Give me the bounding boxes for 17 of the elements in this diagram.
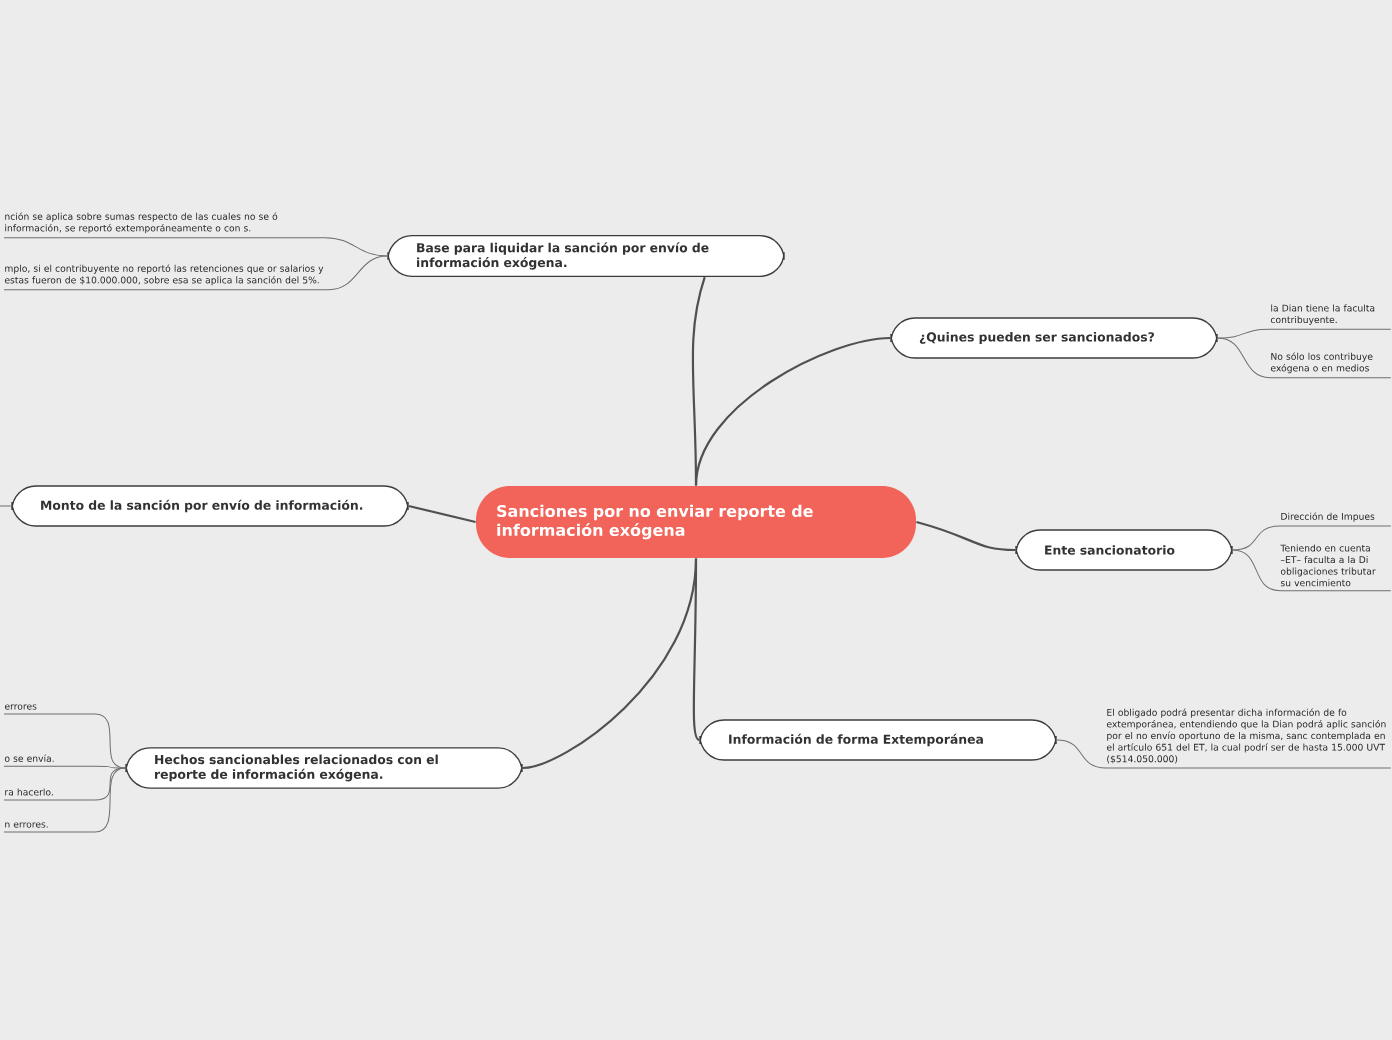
connector-line bbox=[0, 505, 12, 507]
connector-line bbox=[1056, 739, 1392, 769]
connector-line bbox=[916, 520, 1016, 552]
connector-line bbox=[3, 767, 126, 801]
connector-line bbox=[694, 336, 891, 486]
connector-line bbox=[3, 765, 126, 769]
connector-line bbox=[3, 767, 126, 833]
connector-line bbox=[3, 713, 126, 769]
central-topic: Sanciones por no enviar reporte de información exógena bbox=[476, 486, 916, 558]
connector-line bbox=[1232, 549, 1392, 592]
connector-line bbox=[1232, 525, 1392, 551]
connector-line bbox=[1217, 337, 1392, 379]
connector-line bbox=[3, 255, 388, 291]
connector-line bbox=[3, 237, 388, 257]
connector-line bbox=[522, 558, 698, 770]
connector-line bbox=[1217, 328, 1392, 339]
connector-line bbox=[408, 504, 476, 524]
